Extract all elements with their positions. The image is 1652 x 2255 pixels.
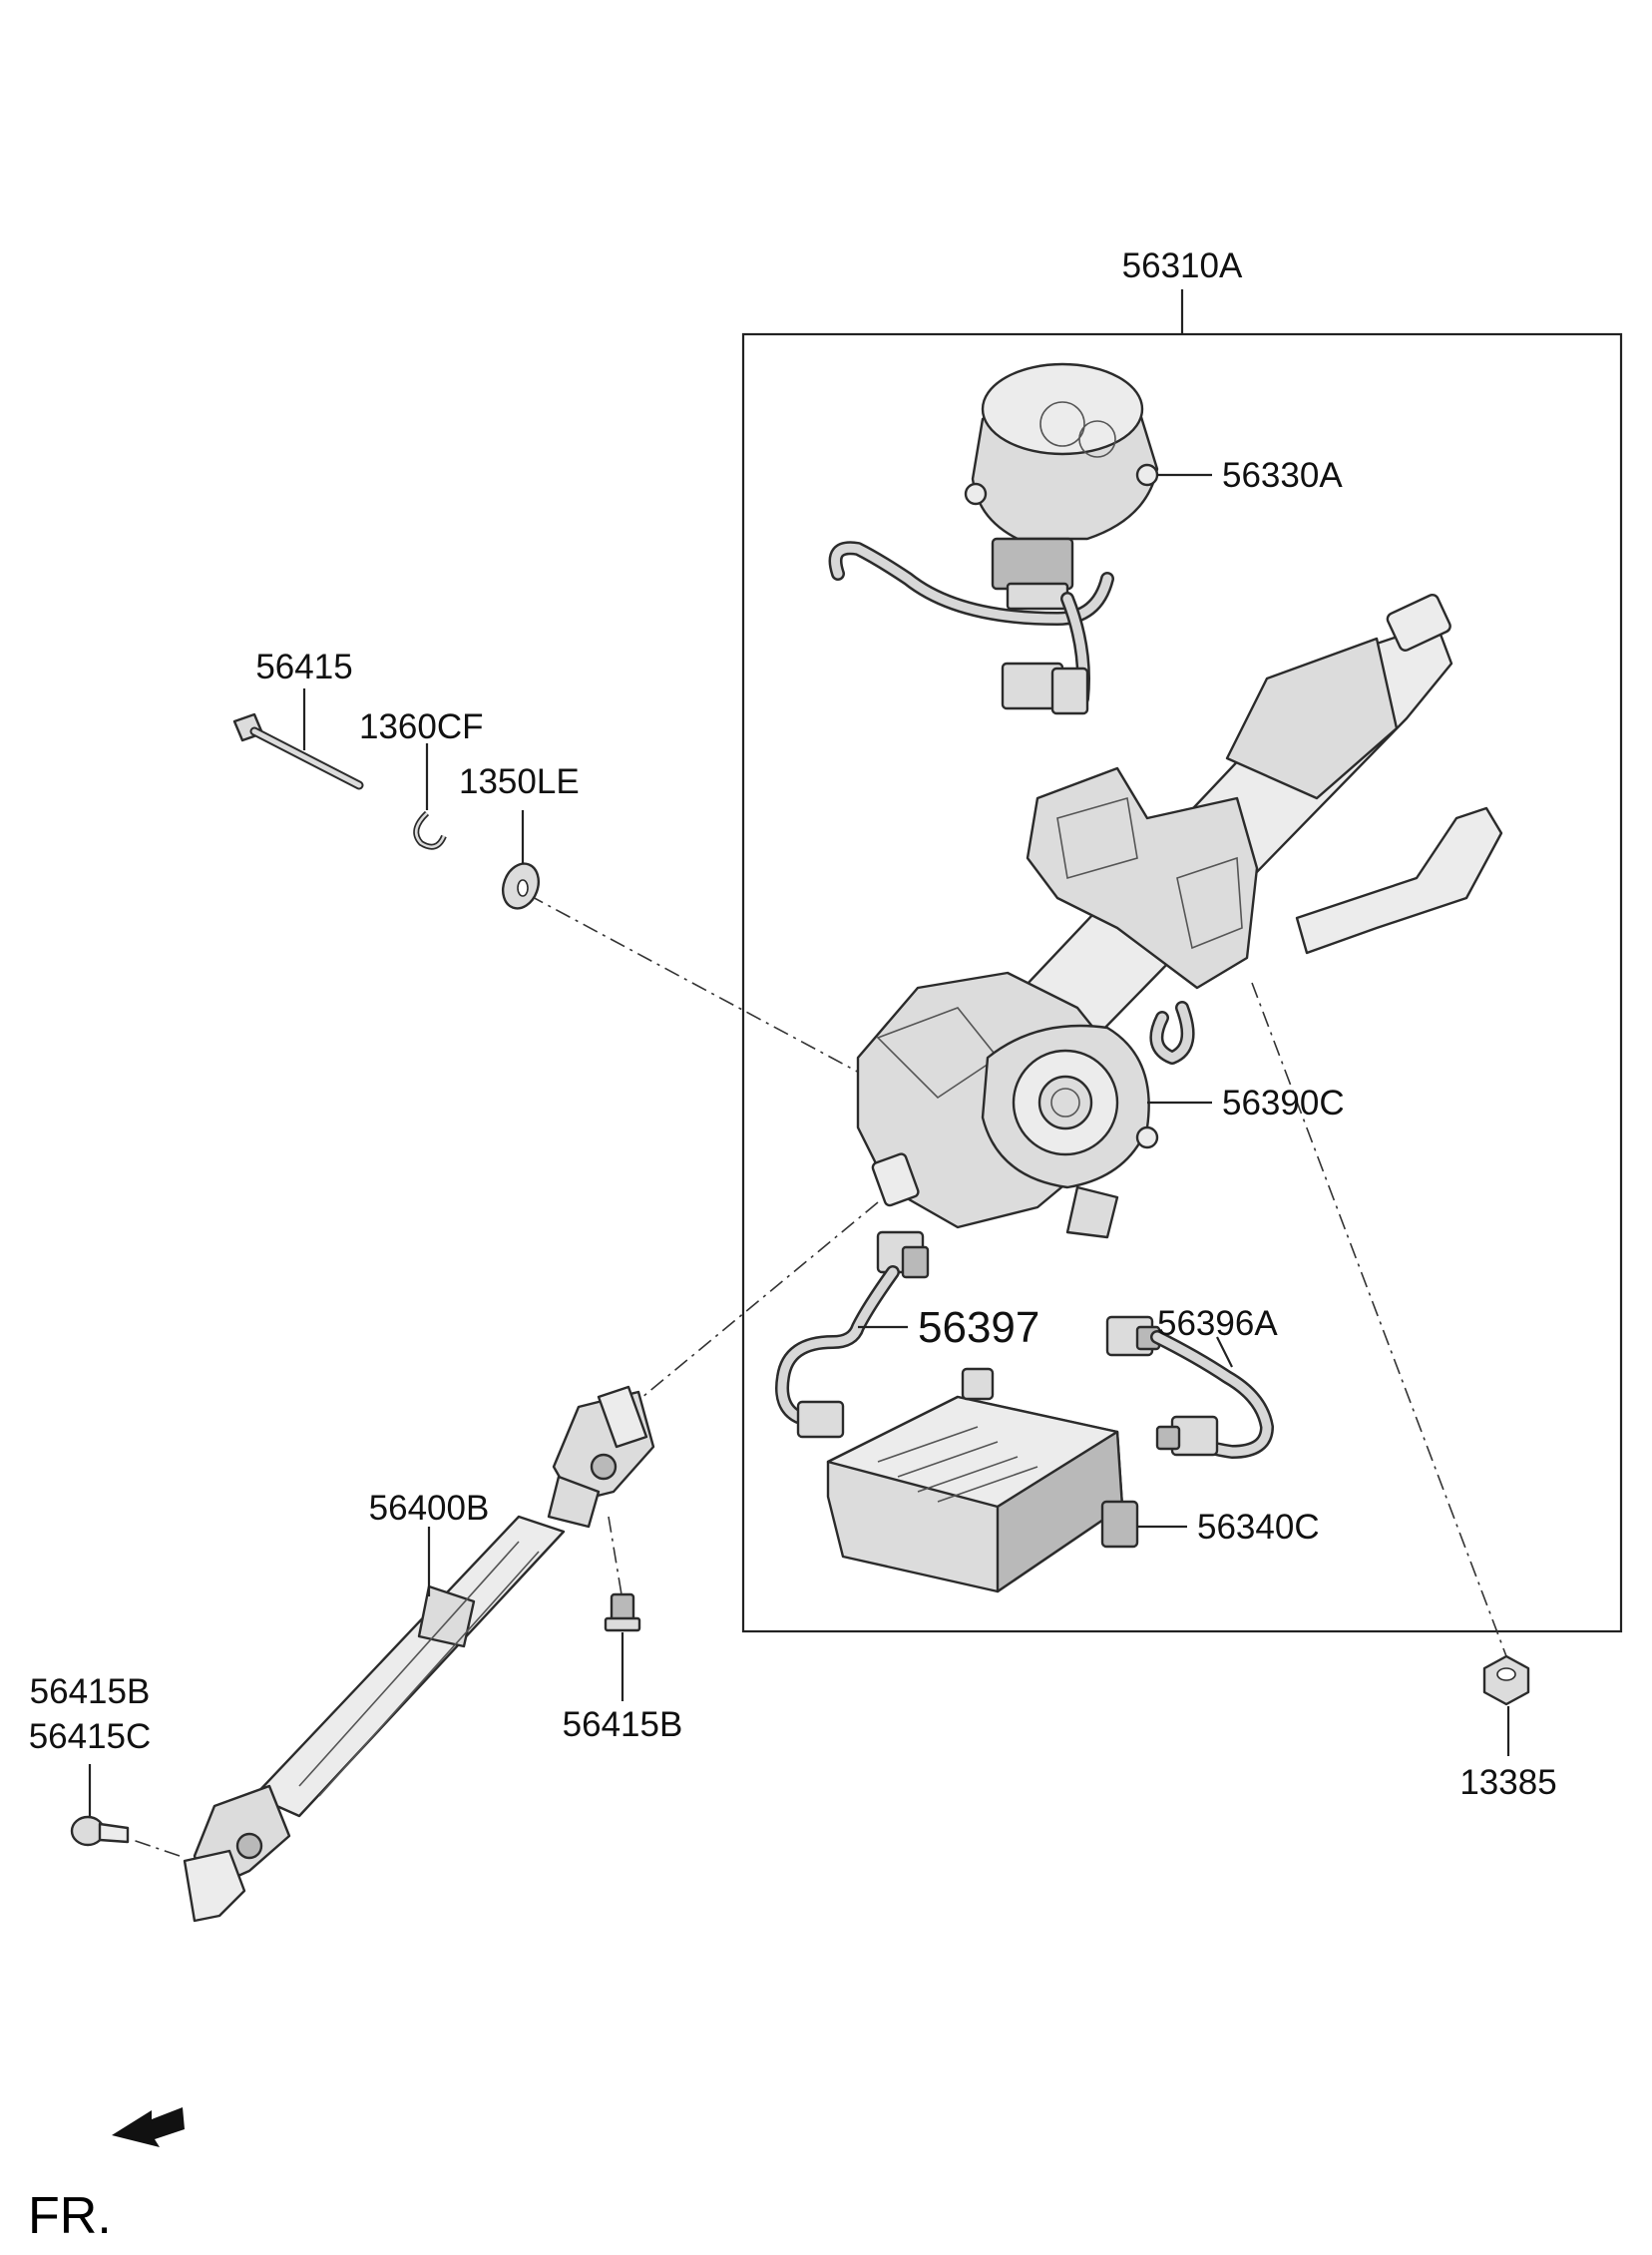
nut-13385: [1482, 1654, 1530, 1706]
label-56310A: 56310A: [1122, 246, 1243, 285]
clip-1360CF: [413, 810, 447, 850]
label-56400B: 56400B: [369, 1489, 490, 1528]
bolt-56415B-56415C-left: [70, 1815, 130, 1847]
control-unit-56340C: [826, 1367, 1139, 1593]
front-label: FR.: [28, 2187, 112, 2245]
leader-56396A: [1216, 1336, 1233, 1368]
label-1360CF: 1360CF: [359, 707, 484, 746]
wiring-harness-56397: [775, 1230, 930, 1439]
label-56415B-right: 56415B: [563, 1705, 683, 1744]
label-56390C: 56390C: [1222, 1084, 1345, 1123]
motor-56330A: [828, 362, 1159, 715]
label-13385: 13385: [1459, 1763, 1556, 1802]
label-56397: 56397: [918, 1303, 1039, 1352]
label-56340C: 56340C: [1197, 1508, 1320, 1547]
steering-column-56390C: [856, 593, 1503, 1239]
dash-column-to-shaft: [618, 1201, 879, 1418]
dash-washer-to-column: [528, 894, 879, 1084]
washer-1350LE: [501, 862, 541, 910]
sensor-wire-56396A: [1105, 1315, 1274, 1459]
label-1350LE: 1350LE: [459, 762, 580, 801]
assembly-lines: [129, 894, 1507, 1857]
front-arrow-icon: [112, 2107, 185, 2147]
intermediate-shaft-56400B: [183, 1385, 655, 1923]
dash-lower-yoke-to-bolt: [129, 1838, 181, 1857]
assembly-group-56310A: 56310A: [741, 246, 1623, 1633]
label-56396A: 56396A: [1157, 1304, 1278, 1343]
label-56415: 56415: [255, 648, 352, 686]
bolt-56415: [232, 712, 364, 790]
dash-yoke-to-bolt: [608, 1516, 624, 1607]
label-56415B-left: 56415B: [30, 1672, 151, 1711]
dash-bracket-to-nut: [1251, 982, 1507, 1657]
bolt-56415B-right: [604, 1592, 641, 1632]
front-direction-indicator: FR.: [28, 2107, 185, 2245]
label-56415C-left: 56415C: [29, 1717, 152, 1756]
label-56330A: 56330A: [1222, 456, 1343, 495]
